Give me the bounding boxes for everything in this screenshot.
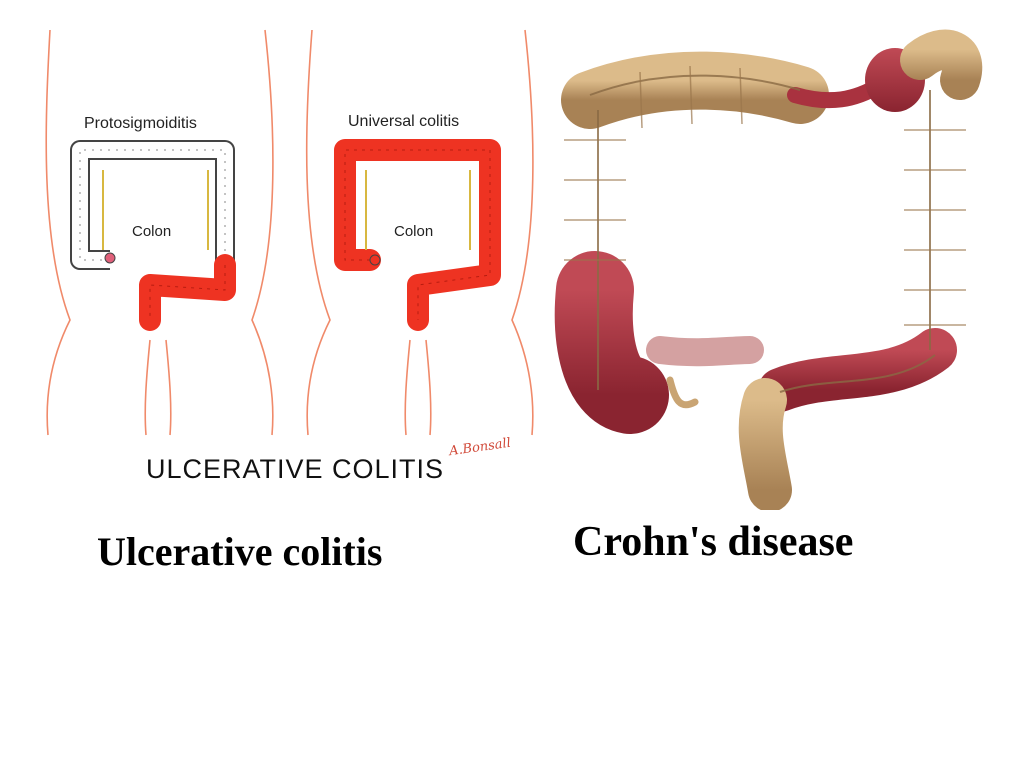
ulcerative-colitis-banner: ULCERATIVE COLITIS — [146, 454, 444, 484]
label-universal-colitis: Universal colitis — [348, 113, 459, 130]
ulcerative-colitis-illustration: Protosigmoiditis Universal colitis Colon… — [40, 20, 540, 490]
haustra — [564, 65, 966, 326]
tenia-coli — [589, 74, 936, 393]
caption-crohns-disease: Crohn's disease — [573, 519, 854, 565]
colon-universal-colitis — [334, 139, 501, 331]
crohns-disease-illustration — [550, 20, 1000, 512]
label-protosigmoiditis: Protosigmoiditis — [84, 115, 197, 132]
ulcerative-colitis-svg: Protosigmoiditis Universal colitis Colon… — [45, 29, 534, 484]
label-colon-left: Colon — [132, 223, 171, 240]
body-outline-right — [305, 29, 534, 436]
label-colon-right: Colon — [394, 223, 433, 240]
inflamed-sigmoid — [758, 328, 957, 412]
body-outline-left — [45, 29, 274, 436]
colon-protosigmoiditis — [70, 140, 236, 331]
inflamed-cecum — [554, 251, 669, 434]
caption-ulcerative-colitis: Ulcerative colitis — [97, 529, 383, 574]
crohns-disease-svg — [554, 29, 983, 512]
transverse-colon — [561, 51, 829, 129]
rectum — [738, 378, 792, 512]
